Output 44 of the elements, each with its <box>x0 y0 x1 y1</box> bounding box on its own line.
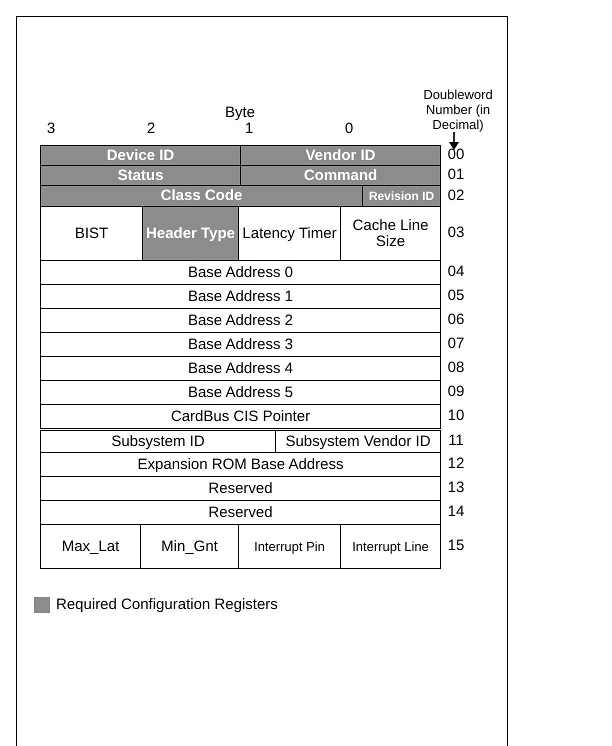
doubleword-number: 14 <box>446 503 466 520</box>
column-heading: Doubleword Number (in Decimal) <box>422 88 494 133</box>
byte-number: 0 <box>344 120 354 138</box>
register-field: Base Address 0 <box>40 260 441 285</box>
register-field: Base Address 3 <box>40 332 441 357</box>
doubleword-number: 01 <box>446 166 466 184</box>
doubleword-number: 06 <box>446 311 466 328</box>
byte-number: 1 <box>244 120 254 138</box>
doubleword-number: 12 <box>446 455 466 472</box>
doubleword-number: 08 <box>446 359 466 376</box>
axis-title: Byte <box>224 104 256 122</box>
register-field: Base Address 4 <box>40 356 441 381</box>
doubleword-number: 10 <box>446 407 466 424</box>
byte-number: 2 <box>146 120 156 138</box>
register-field: Base Address 5 <box>40 380 441 405</box>
required-register-field: Header Type <box>142 206 239 261</box>
required-register-field: Class Code <box>40 185 363 207</box>
register-field: Reserved <box>40 476 441 501</box>
required-register-field: Vendor ID <box>240 145 441 166</box>
doubleword-number: 05 <box>446 287 466 304</box>
required-register-field: Revision ID <box>362 185 441 207</box>
required-register-field: Device ID <box>40 145 241 166</box>
byte-number: 3 <box>46 120 56 138</box>
doubleword-number: 07 <box>446 335 466 352</box>
register-field: Subsystem ID <box>40 430 276 453</box>
register-field: Reserved <box>40 500 441 525</box>
doubleword-number: 00 <box>446 146 466 164</box>
doubleword-number: 02 <box>446 186 466 204</box>
register-field: CardBus CIS Pointer <box>40 404 441 429</box>
doubleword-number: 04 <box>446 263 466 280</box>
register-field: Base Address 2 <box>40 308 441 333</box>
doubleword-number: 11 <box>447 432 465 450</box>
register-field: Max_Lat <box>40 524 141 569</box>
required-register-field: Command <box>240 165 441 186</box>
doubleword-number: 13 <box>446 479 466 496</box>
required-register-field: Status <box>40 165 241 186</box>
register-field: Subsystem Vendor ID <box>275 430 441 453</box>
doubleword-number: 15 <box>446 537 466 554</box>
register-field: Expansion ROM Base Address <box>40 452 441 477</box>
doubleword-number: 09 <box>446 383 466 400</box>
register-field: Base Address 1 <box>40 284 441 309</box>
doubleword-number: 03 <box>446 224 466 242</box>
register-field: Interrupt Line <box>340 524 441 569</box>
legend-text: Required Configuration Registers <box>56 596 278 613</box>
